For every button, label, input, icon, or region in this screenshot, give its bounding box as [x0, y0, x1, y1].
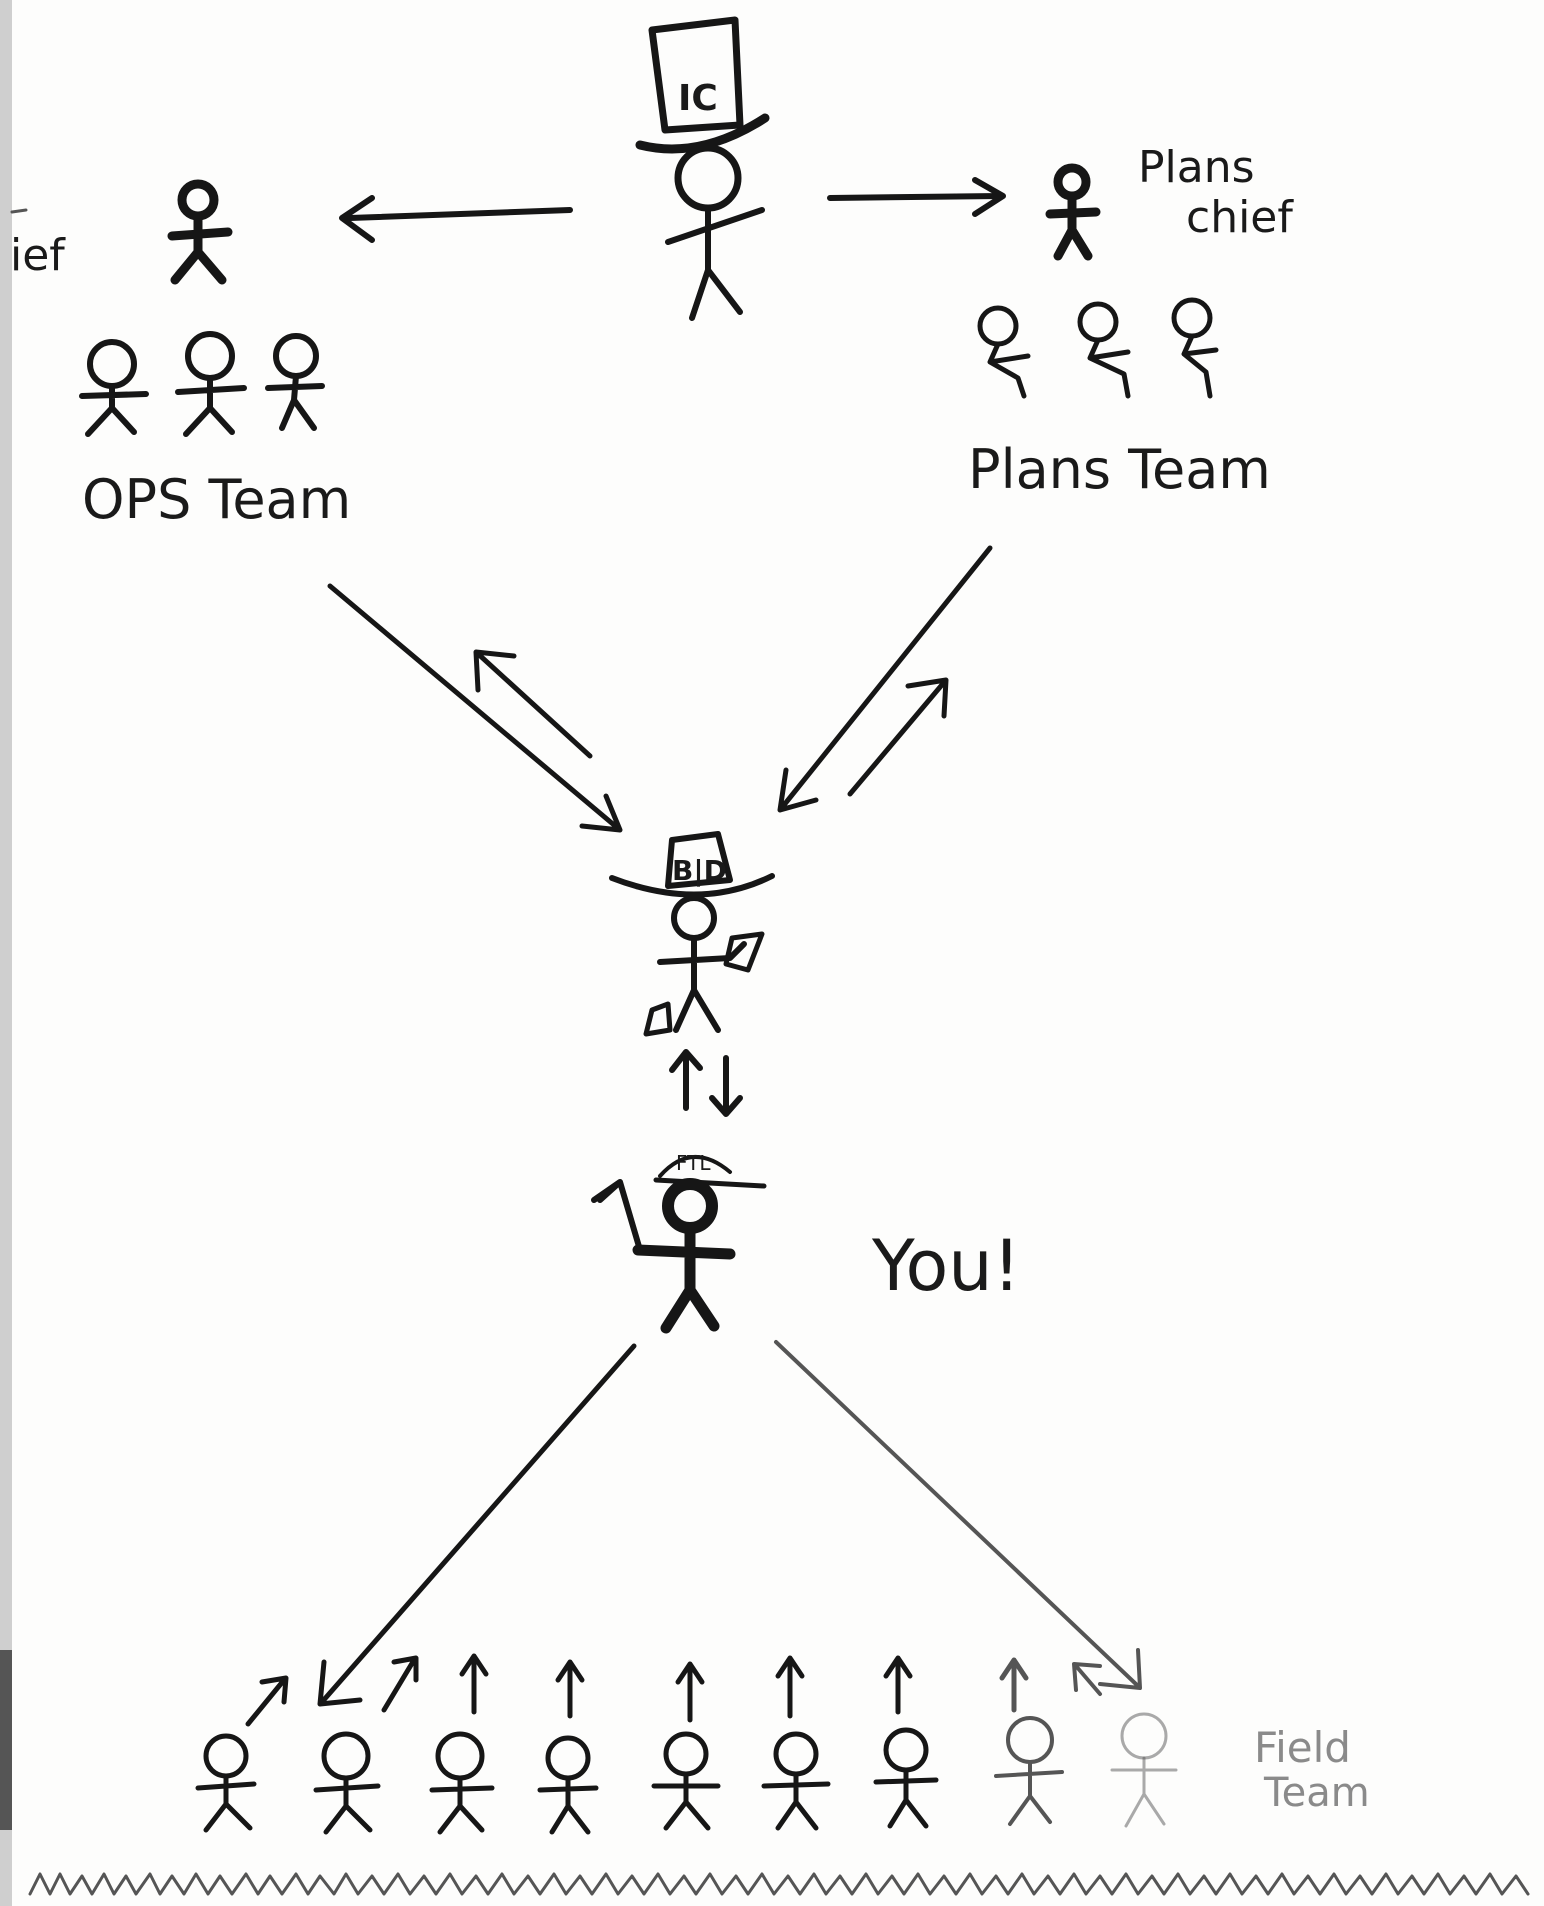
field-team-member-5 — [651, 1731, 721, 1831]
hard-hat-icon: FTL — [653, 1151, 767, 1189]
scan-edge — [0, 0, 12, 1906]
plans-chief-label-line2: chief — [1186, 192, 1294, 243]
ftl-cap-label: FTL — [676, 1151, 711, 1175]
plans-team-member-3 — [1171, 297, 1219, 399]
plans-team-member-1 — [977, 305, 1031, 399]
plans-team-figures — [977, 297, 1219, 399]
field-team-member-8 — [994, 1716, 1064, 1826]
ops-team-member-1 — [79, 339, 149, 437]
plans-team-label: Plans Team — [968, 438, 1271, 501]
field-team-member-2 — [313, 1731, 381, 1835]
radio-icon — [723, 931, 765, 973]
ops-chief-mark — [10, 208, 28, 214]
field-team-leader-figure: FTL — [591, 1151, 767, 1334]
plans-chief-figure — [1045, 163, 1101, 261]
arrow-ic-to-ops-chief — [339, 195, 573, 243]
ops-team-figures — [79, 331, 325, 437]
field-team-member-3 — [429, 1731, 495, 1835]
scan-edge-dark — [0, 1650, 12, 1830]
field-team-label-line1: Field — [1254, 1723, 1351, 1772]
incident-commander-figure: IC — [635, 16, 770, 321]
field-team-figures — [195, 1712, 1178, 1835]
plans-chief-label-line1: Plans — [1138, 142, 1255, 193]
top-hat-icon: IC — [635, 16, 770, 154]
plans-team-member-2 — [1077, 301, 1131, 399]
ops-team-member-2 — [175, 331, 247, 437]
field-team-member-4 — [537, 1735, 599, 1835]
ic-hat-label: IC — [678, 78, 718, 119]
ops-chief-figure — [167, 179, 233, 285]
flag-icon — [591, 1179, 643, 1253]
field-team-member-9 — [1110, 1712, 1178, 1828]
grass-scribble — [28, 1872, 1530, 1896]
field-team-member-1 — [195, 1733, 257, 1833]
bd-ftl-arrows — [669, 1049, 743, 1117]
arrow-ic-to-plans-chief — [827, 177, 1006, 217]
arrow-ftl-to-field-right — [774, 1340, 1142, 1690]
field-team-member-7 — [873, 1727, 939, 1829]
field-team-member-6 — [761, 1731, 831, 1831]
ops-team-member-3 — [265, 333, 325, 431]
ops-chief-label-partial: ief — [10, 230, 66, 281]
arrow-ftl-to-field-left — [317, 1343, 637, 1707]
field-hat-icon: B|D — [609, 831, 775, 898]
field-team-up-arrows — [245, 1653, 1102, 1727]
ops-team-label: OPS Team — [82, 468, 351, 531]
ops-bd-arrows — [327, 583, 623, 833]
plans-bd-arrows — [777, 545, 993, 813]
notebook-icon — [643, 1001, 673, 1037]
you-label: You! — [871, 1225, 1021, 1307]
branch-division-figure: B|D — [609, 831, 775, 1037]
field-team-label-line2: Team — [1263, 1770, 1370, 1816]
bd-hat-label: B|D — [672, 854, 727, 887]
